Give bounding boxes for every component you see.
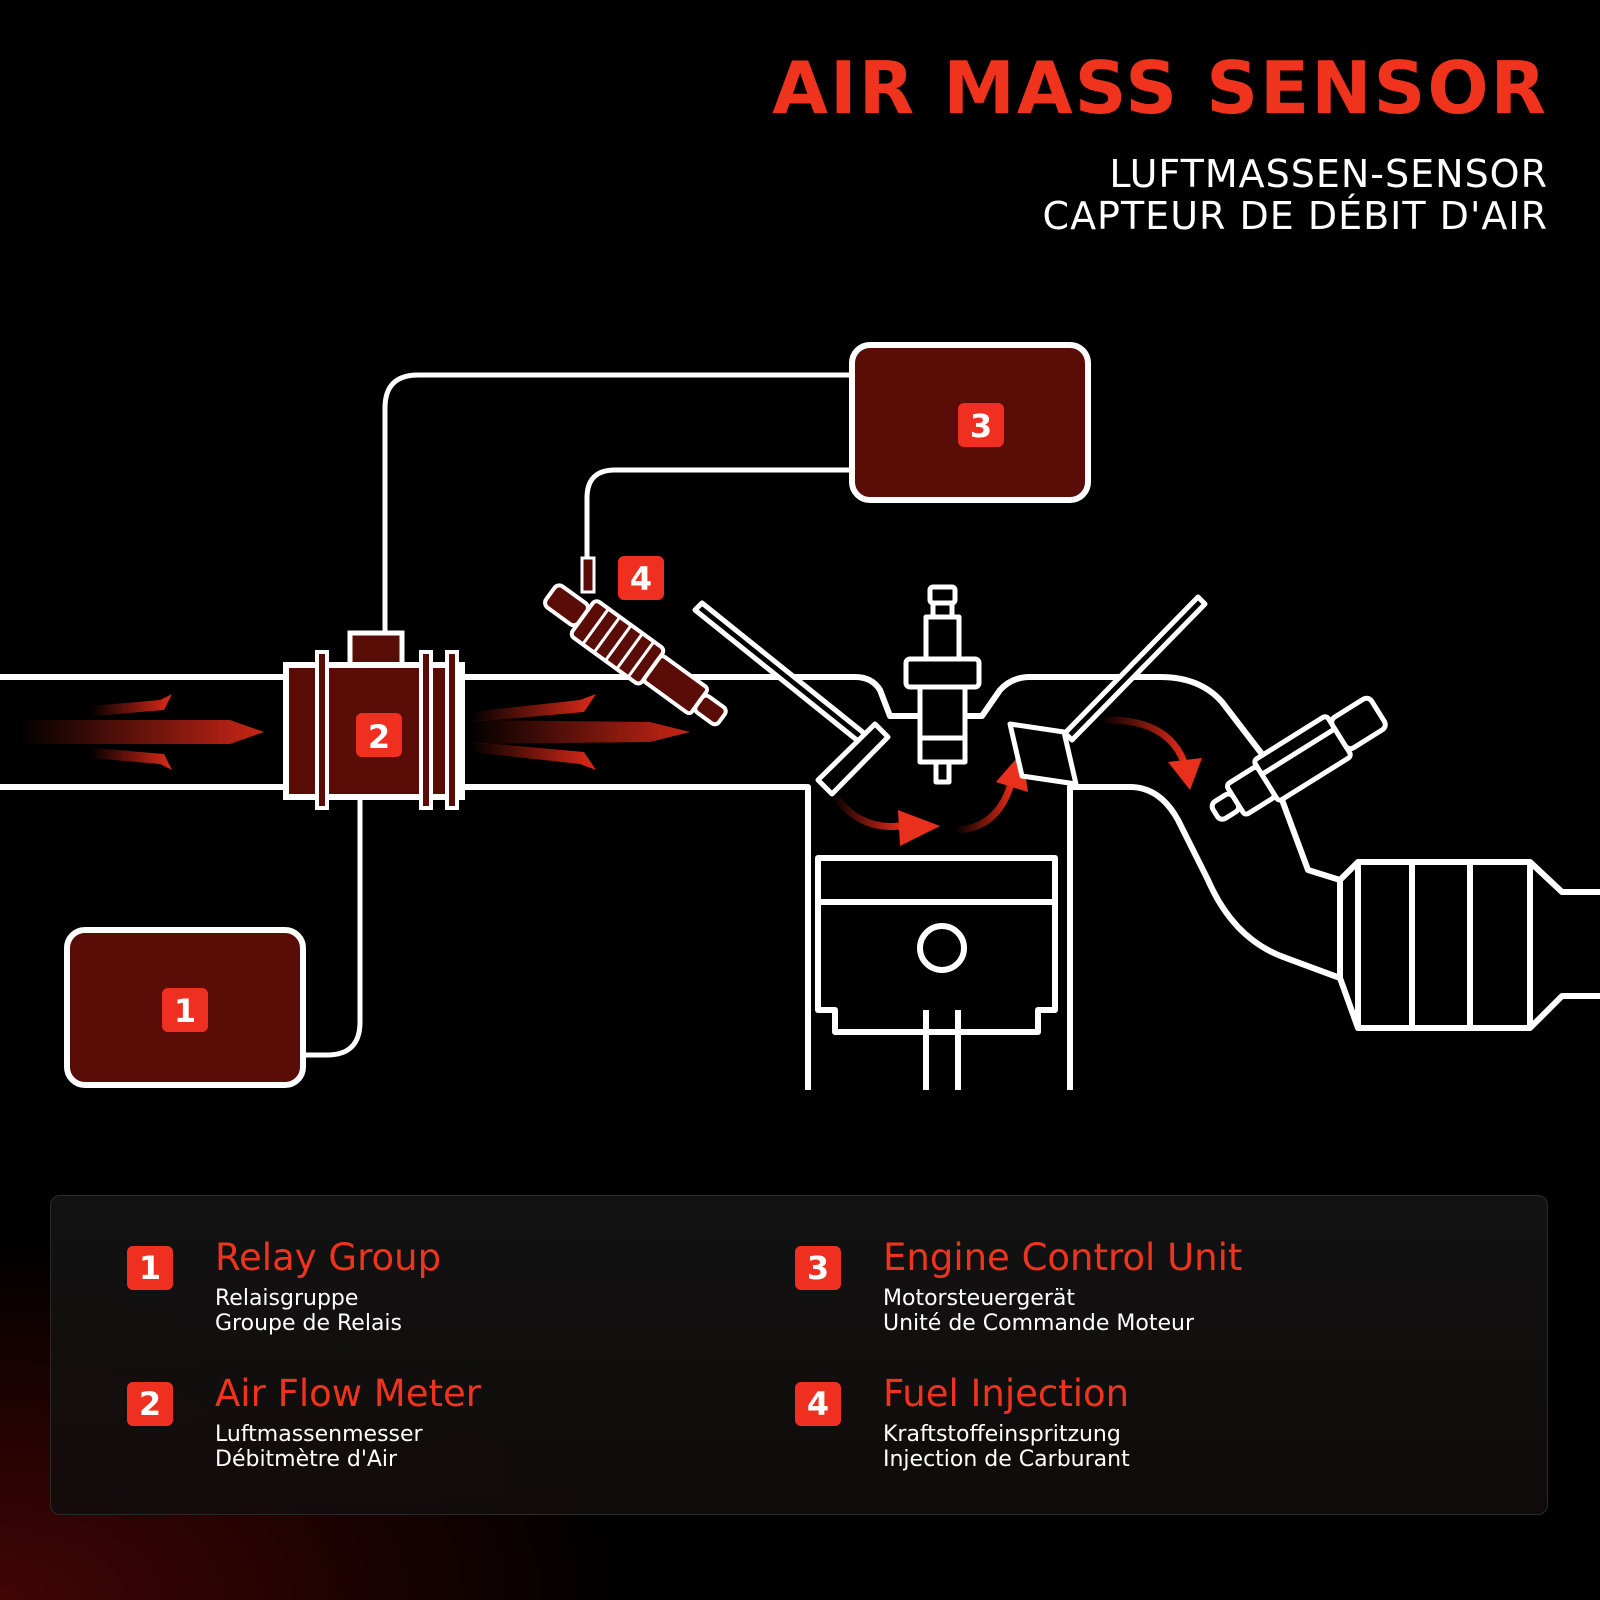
legend-title: Engine Control Unit — [883, 1236, 1243, 1279]
number-badge-1: 1 — [162, 988, 208, 1032]
relay-box[interactable]: 1 — [64, 927, 306, 1088]
air-flow-arrow-icon — [90, 748, 172, 770]
cylinder-flow-arrows — [834, 716, 1188, 834]
air-flow-arrow-icon — [1168, 758, 1202, 790]
svg-text:3: 3 — [970, 407, 992, 445]
legend-badge-3: 3 — [795, 1246, 841, 1290]
air-flow-arrow-icon — [956, 776, 1016, 834]
air-flow-arrow-icon — [20, 720, 264, 744]
fuel-injector[interactable]: 4 — [537, 556, 734, 736]
legend-panel: 1 Relay Group Relaisgruppe Groupe de Rel… — [50, 1195, 1548, 1515]
page-title: AIR MASS SENSOR — [772, 46, 1548, 130]
legend-badge-1: 1 — [127, 1246, 173, 1290]
page-subtitle-german: LUFTMASSEN-SENSOR — [1109, 152, 1548, 196]
oxygen-sensor-icon — [1209, 695, 1388, 822]
air-flow-arrow-icon — [470, 742, 596, 770]
air-flow-arrows — [20, 694, 690, 770]
air-flow-arrow-icon — [90, 694, 172, 716]
piston-icon — [815, 855, 1058, 1090]
air-flow-arrow-icon — [1104, 716, 1188, 766]
wiring — [303, 372, 852, 1058]
engine-control-unit-box[interactable]: 3 — [849, 342, 1091, 503]
page-subtitle-french: CAPTEUR DE DÉBIT D'AIR — [1042, 194, 1548, 238]
legend-badge-2: 2 — [127, 1382, 173, 1426]
legend-title: Air Flow Meter — [215, 1372, 481, 1415]
air-flow-meter[interactable]: 2 — [283, 630, 465, 810]
svg-text:4: 4 — [630, 560, 652, 598]
legend-label-german: Kraftstoffeinspritzung — [883, 1422, 1121, 1447]
catalytic-converter-icon — [1337, 859, 1600, 1031]
intake-pipe — [0, 674, 1342, 1090]
air-flow-arrow-icon — [470, 694, 596, 722]
legend-label-french: Injection de Carburant — [883, 1447, 1130, 1472]
legend-title: Fuel Injection — [883, 1372, 1130, 1415]
air-flow-arrow-icon — [470, 720, 690, 744]
wire-injector-to-ecu — [584, 467, 852, 592]
number-badge-4: 4 — [618, 556, 664, 600]
air-flow-arrow-icon — [898, 810, 940, 846]
legend-label-french: Groupe de Relais — [215, 1311, 402, 1336]
wire-meter-to-ecu — [382, 372, 852, 633]
air-flow-arrow-icon — [834, 796, 904, 830]
legend-label-german: Relaisgruppe — [215, 1286, 359, 1311]
legend-label-french: Débitmètre d'Air — [215, 1447, 398, 1472]
legend-label-german: Motorsteuergerät — [883, 1286, 1075, 1311]
legend-label-french: Unité de Commande Moteur — [883, 1311, 1194, 1336]
legend-label-german: Luftmassenmesser — [215, 1422, 423, 1447]
legend-title: Relay Group — [215, 1236, 442, 1279]
number-badge-2: 2 — [356, 713, 402, 757]
wire-meter-to-relay — [303, 797, 363, 1058]
valve-icon — [692, 594, 1208, 797]
legend-badge-4: 4 — [795, 1382, 841, 1426]
spark-plug-icon — [903, 584, 982, 785]
svg-text:2: 2 — [368, 718, 390, 756]
svg-text:1: 1 — [174, 992, 196, 1030]
number-badge-3: 3 — [958, 403, 1004, 447]
